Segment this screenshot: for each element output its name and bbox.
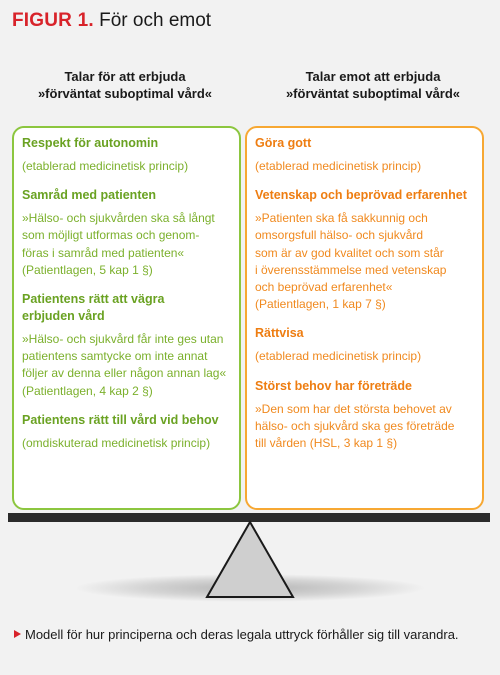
right-section-title-3: Störst behov har företräde [255, 378, 474, 395]
right-section-title-0: Göra gott [255, 135, 474, 152]
section-text-line: »Patienten ska få sakkunnig och [255, 211, 428, 226]
left-section-2: Patientens rätt att vägra erbjuden vård »H… [22, 291, 231, 400]
fulcrum-triangle [205, 519, 295, 598]
section-text-line: (omdiskuterad medicinetisk princip) [22, 435, 211, 450]
for-arguments-box: Respekt för autonomin (etablerad medicine… [12, 126, 241, 510]
section-text-line: »Den som har det största behovet av [255, 401, 452, 416]
left-section-title-2: Patientens rätt att vägra erbjuden vård [22, 291, 231, 325]
left-column-heading: Talar för att erbjuda »förväntat subopti… [10, 68, 240, 102]
right-heading-line-2: »förväntat suboptimal vård« [285, 86, 461, 101]
balance-plank [8, 513, 490, 522]
against-arguments-box: Göra gott (etablerad medicinetisk princip… [245, 126, 484, 510]
right-section-0: Göra gott (etablerad medicinetisk princip… [255, 135, 474, 175]
section-text-line: »Hälso- och sjukvården ska så långt [22, 211, 215, 226]
left-section-0: Respekt för autonomin (etablerad medicine… [22, 135, 231, 175]
section-title-line: Samråd med patienten [22, 188, 157, 203]
right-section-title-2: Rättvisa [255, 325, 474, 342]
section-title-line: Störst behov har företräde [255, 378, 412, 393]
section-text-line: (etablerad medicinetisk princip) [22, 159, 189, 173]
left-heading-line-2: »förväntat suboptimal vård« [37, 86, 213, 101]
section-text-line: och beprövad erfarenhet« [255, 280, 393, 295]
right-section-title-1: Vetenskap och beprövad erfarenhet [255, 187, 474, 204]
section-title-line: Vetenskap och beprövad erfarenhet [255, 188, 467, 203]
section-text-line: (etablerad medicinetisk princip) [255, 349, 422, 364]
right-column-heading: Talar emot att erbjuda »förväntat subopt… [258, 68, 488, 102]
left-section-title-1: Samråd med patienten [22, 187, 231, 204]
section-text-line: (etablerad medicinetisk princip) [255, 159, 422, 173]
figure-label: FIGUR 1. [12, 10, 94, 31]
figure-title-text: För och emot [99, 10, 212, 31]
left-section-title-3: Patientens rätt till vård vid behov [22, 412, 231, 429]
left-section-title-0: Respekt för autonomin [22, 135, 231, 152]
section-text-line: hälso- och sjukvård ska ges företräde [255, 418, 455, 433]
section-title-line: Patientens rätt till vård vid behov [22, 412, 219, 427]
section-title-line: Rättvisa [255, 326, 304, 341]
right-heading-line-1: Talar emot att erbjuda [305, 69, 441, 84]
right-section-1: Vetenskap och beprövad erfarenhet »Patien… [255, 187, 474, 313]
section-text-line: följer av denna eller någon annan lag« [22, 366, 227, 381]
section-title-line: erbjuden vård [22, 309, 105, 324]
section-text-line: som möjligt utformas och genom- [22, 228, 200, 243]
left-section-1: Samråd med patienten »Hälso- och sjukvård… [22, 187, 231, 279]
left-heading-line-1: Talar för att erbjuda [64, 69, 186, 84]
section-text-line: i överensstämmelse med vetenskap [255, 262, 447, 277]
right-section-3: Störst behov har företräde »Den som har d… [255, 378, 474, 453]
caption-text: Modell för hur principerna och deras leg… [25, 627, 459, 642]
caption-arrow-icon [14, 630, 21, 638]
figure-caption: Modell för hur principerna och deras leg… [14, 626, 484, 643]
figure-title: FIGUR 1. För och emot [12, 10, 211, 32]
section-text-line: patientens samtycke om inte annat [22, 349, 208, 364]
section-title-line: Patientens rätt att vägra [22, 292, 165, 307]
right-section-2: Rättvisa (etablerad medicinetisk princip) [255, 325, 474, 365]
section-text-line: (Patientlagen, 5 kap 1 §) [22, 262, 153, 277]
section-text-line: (Patientlagen, 1 kap 7 §) [255, 297, 386, 312]
section-text-line: »Hälso- och sjukvård får inte ges utan [22, 332, 224, 347]
section-text-line: som är av god kvalitet och som står [255, 245, 444, 260]
section-title-line: Göra gott [255, 136, 312, 150]
left-section-3: Patientens rätt till vård vid behov (omdi… [22, 412, 231, 452]
section-title-line: Respekt för autonomin [22, 136, 159, 150]
section-text-line: föras i samråd med patienten« [22, 245, 185, 260]
section-text-line: till vården (HSL, 3 kap 1 §) [255, 436, 398, 451]
section-text-line: (Patientlagen, 4 kap 2 §) [22, 383, 153, 398]
section-text-line: omsorgsfull hälso- och sjukvård [255, 228, 424, 243]
